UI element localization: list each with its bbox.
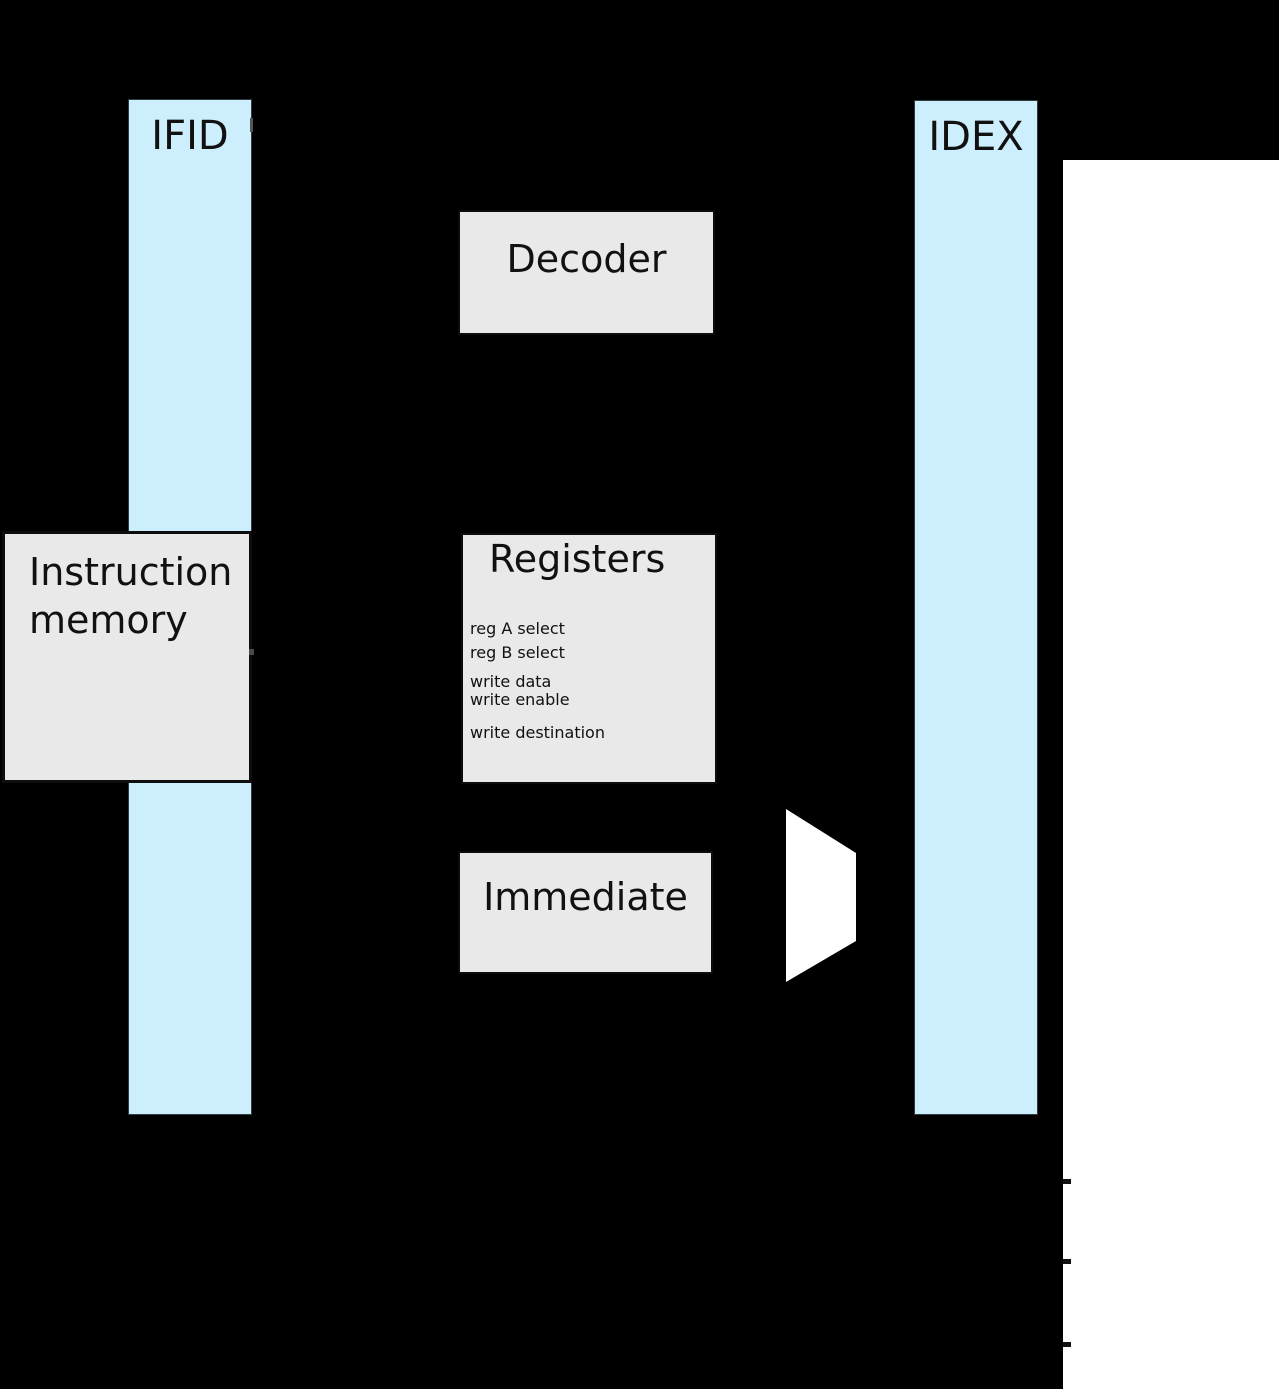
registers-block: Registers reg A select reg B select writ… (461, 533, 717, 784)
wire-stub (249, 649, 254, 655)
mux-shape (786, 809, 856, 982)
decoder-block: Decoder (458, 210, 715, 335)
registers-title: Registers (489, 537, 666, 581)
immediate-block: Immediate (458, 851, 713, 974)
ifid-label: IFID (151, 113, 229, 159)
port-write-data: write data (470, 672, 552, 691)
wire-stub (1063, 1259, 1071, 1264)
wire-stub (250, 118, 253, 132)
decoder-title: Decoder (506, 237, 667, 281)
wire-stub (1063, 1342, 1071, 1347)
instruction-memory-title: Instruction memory (29, 550, 233, 643)
port-reg-b-select: reg B select (470, 643, 565, 662)
instruction-memory-block: Instruction memory (2, 531, 252, 783)
port-reg-a-select: reg A select (470, 619, 565, 638)
wire-stub (1063, 1179, 1071, 1184)
immediate-title: Immediate (483, 875, 688, 919)
port-write-destination: write destination (470, 723, 605, 742)
background-panel (1063, 160, 1279, 1389)
idex-label: IDEX (928, 114, 1024, 160)
port-write-enable: write enable (470, 690, 570, 709)
pipeline-register-idex: IDEX (914, 100, 1038, 1115)
